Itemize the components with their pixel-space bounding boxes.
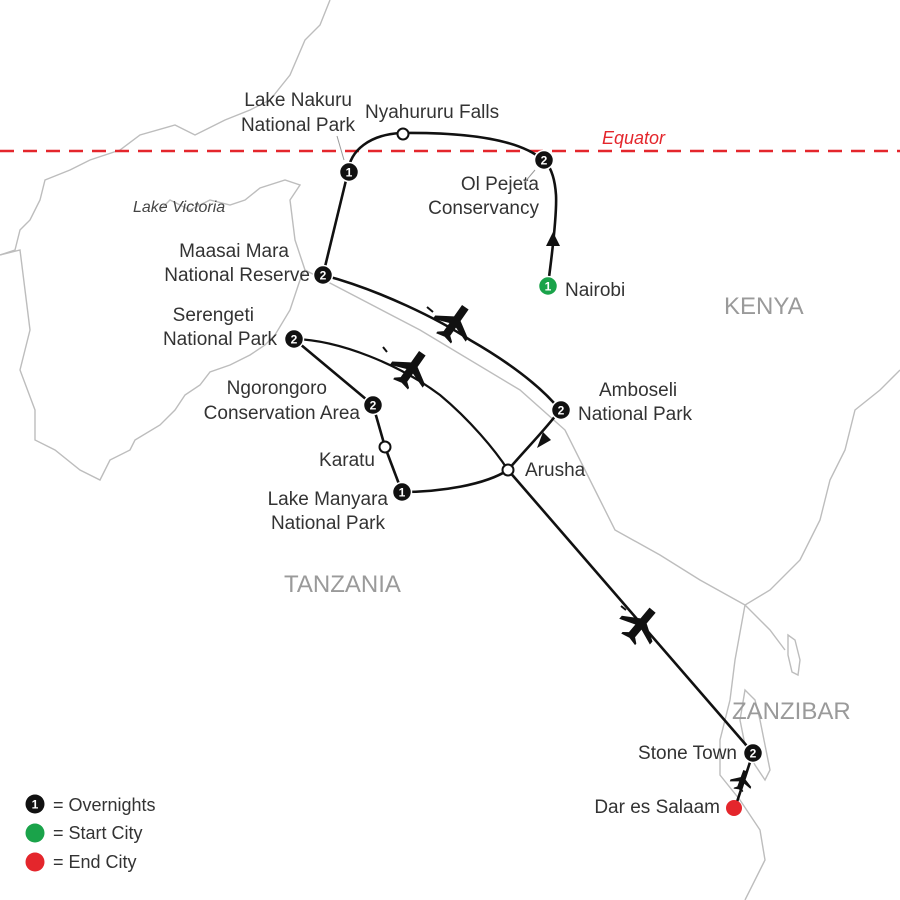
plane-icon	[729, 769, 752, 793]
flight-paths	[293, 337, 509, 471]
legend-label-overnights: = Overnights	[53, 795, 156, 815]
start-city-dot-icon	[25, 823, 45, 843]
stop-label-lake-manyara-line1: Lake Manyara	[268, 489, 389, 510]
nights-count: 1	[399, 486, 406, 500]
leader-line	[523, 169, 536, 184]
legend: 1 = Overnights = Start City = End City	[25, 794, 156, 872]
plane-icon	[432, 304, 469, 344]
pemba-island	[787, 633, 801, 677]
stop-marker-lake-manyara[interactable]: 1	[391, 481, 413, 503]
stop-label-lake-nakuru-line2: National Park	[241, 115, 356, 136]
stop-marker-ol-pejeta[interactable]: 2	[533, 149, 555, 171]
flight-tick	[382, 346, 388, 353]
stop-marker-nairobi[interactable]: 1	[537, 275, 559, 297]
legend-item-overnights: 1 = Overnights	[25, 794, 156, 815]
legend-label-start-city: = Start City	[53, 823, 143, 843]
stop-label-serengeti-line2: National Park	[163, 329, 278, 350]
stop-marker-stone-town[interactable]: 2	[742, 742, 764, 764]
flight-tick	[620, 605, 627, 611]
flight-serengeti-arusha	[293, 337, 509, 471]
route-arusha-manyara	[401, 468, 509, 494]
route-arrow-southwest	[537, 432, 551, 448]
flight-tick	[426, 306, 434, 313]
stop-label-maasai-mara-line2: National Reserve	[164, 265, 310, 286]
route-maasaimara-amboseli	[322, 273, 562, 411]
stop-label-ol-pejeta-line1: Ol Pejeta	[461, 174, 540, 195]
stop-marker-maasai-mara[interactable]: 2	[312, 264, 334, 286]
kenya-tanzania-border	[304, 269, 746, 606]
nights-count: 1	[346, 166, 353, 180]
inland-border	[744, 604, 786, 651]
waypoint-karatu[interactable]	[378, 440, 392, 454]
stop-marker-serengeti[interactable]: 2	[283, 328, 305, 350]
legend-label-end-city: = End City	[53, 852, 137, 872]
nights-count: 2	[370, 399, 377, 413]
route-olpejeta-nakuru	[346, 131, 544, 173]
route-ngorongoro-serengeti	[293, 338, 374, 406]
stop-label-ngorongoro-line2: Conservation Area	[204, 403, 361, 424]
country-label-tanzania: TANZANIA	[284, 571, 401, 598]
stop-marker-dar-es-salaam[interactable]	[726, 800, 742, 816]
waypoint-nyahururu[interactable]	[396, 127, 410, 141]
lake-victoria-south	[0, 249, 306, 481]
country-label-kenya: KENYA	[724, 293, 804, 320]
stop-marker-lake-nakuru[interactable]: 1	[338, 161, 360, 183]
route-arusha-stonetown	[507, 469, 754, 754]
stop-label-stone-town: Stone Town	[638, 743, 737, 764]
flight-ticks	[382, 306, 627, 611]
stop-label-ol-pejeta-line2: Conservancy	[428, 198, 539, 219]
stop-label-arusha: Arusha	[525, 460, 586, 481]
plane-icon	[619, 607, 656, 646]
route-nakuru-maasaimara	[321, 171, 350, 276]
stop-marker-amboseli[interactable]: 2	[550, 399, 572, 421]
nights-count: 2	[558, 404, 565, 418]
legend-item-end-city: = End City	[25, 852, 137, 872]
water-label-lake-victoria: Lake Victoria	[133, 199, 225, 216]
leader-line	[336, 135, 345, 161]
stop-label-dar-es-salaam: Dar es Salaam	[594, 797, 720, 818]
country-label-zanzibar: ZANZIBAR	[732, 698, 851, 725]
stop-label-maasai-mara-line1: Maasai Mara	[179, 241, 289, 262]
overnight-badge-icon	[25, 794, 45, 814]
stop-label-amboseli-line1: Amboseli	[599, 380, 677, 401]
stop-label-karatu: Karatu	[319, 450, 375, 471]
equator-label: Equator	[602, 128, 666, 148]
stop-label-lake-manyara-line2: National Park	[271, 513, 386, 534]
stop-label-lake-nakuru-line1: Lake Nakuru	[244, 90, 352, 111]
nights-count: 2	[750, 747, 757, 761]
legend-symbol: 1	[32, 798, 39, 812]
legend-item-start-city: = Start City	[25, 823, 143, 843]
east-coastline	[719, 369, 900, 900]
plane-icon	[389, 350, 426, 390]
end-city-dot-icon	[25, 852, 45, 872]
stop-marker-ngorongoro[interactable]: 2	[362, 394, 384, 416]
nights-count: 1	[545, 280, 552, 294]
lake-victoria-shore	[0, 0, 331, 256]
stop-label-serengeti-line1: Serengeti	[173, 305, 254, 326]
stop-label-ngorongoro-line1: Ngorongoro	[227, 378, 327, 399]
route-arrow-north	[546, 232, 560, 246]
nights-count: 2	[320, 269, 327, 283]
nights-count: 2	[541, 154, 548, 168]
stop-label-nairobi: Nairobi	[565, 280, 625, 301]
waypoint-arusha[interactable]	[501, 463, 515, 477]
ground-route	[293, 131, 755, 809]
stop-label-amboseli-line2: National Park	[578, 404, 693, 425]
zanzibar-island	[739, 688, 771, 782]
lake-victoria-north	[159, 179, 306, 271]
stop-label-nyahururu: Nyahururu Falls	[365, 102, 499, 123]
route-nairobi-olpejeta	[543, 159, 558, 286]
nights-count: 2	[291, 333, 298, 347]
